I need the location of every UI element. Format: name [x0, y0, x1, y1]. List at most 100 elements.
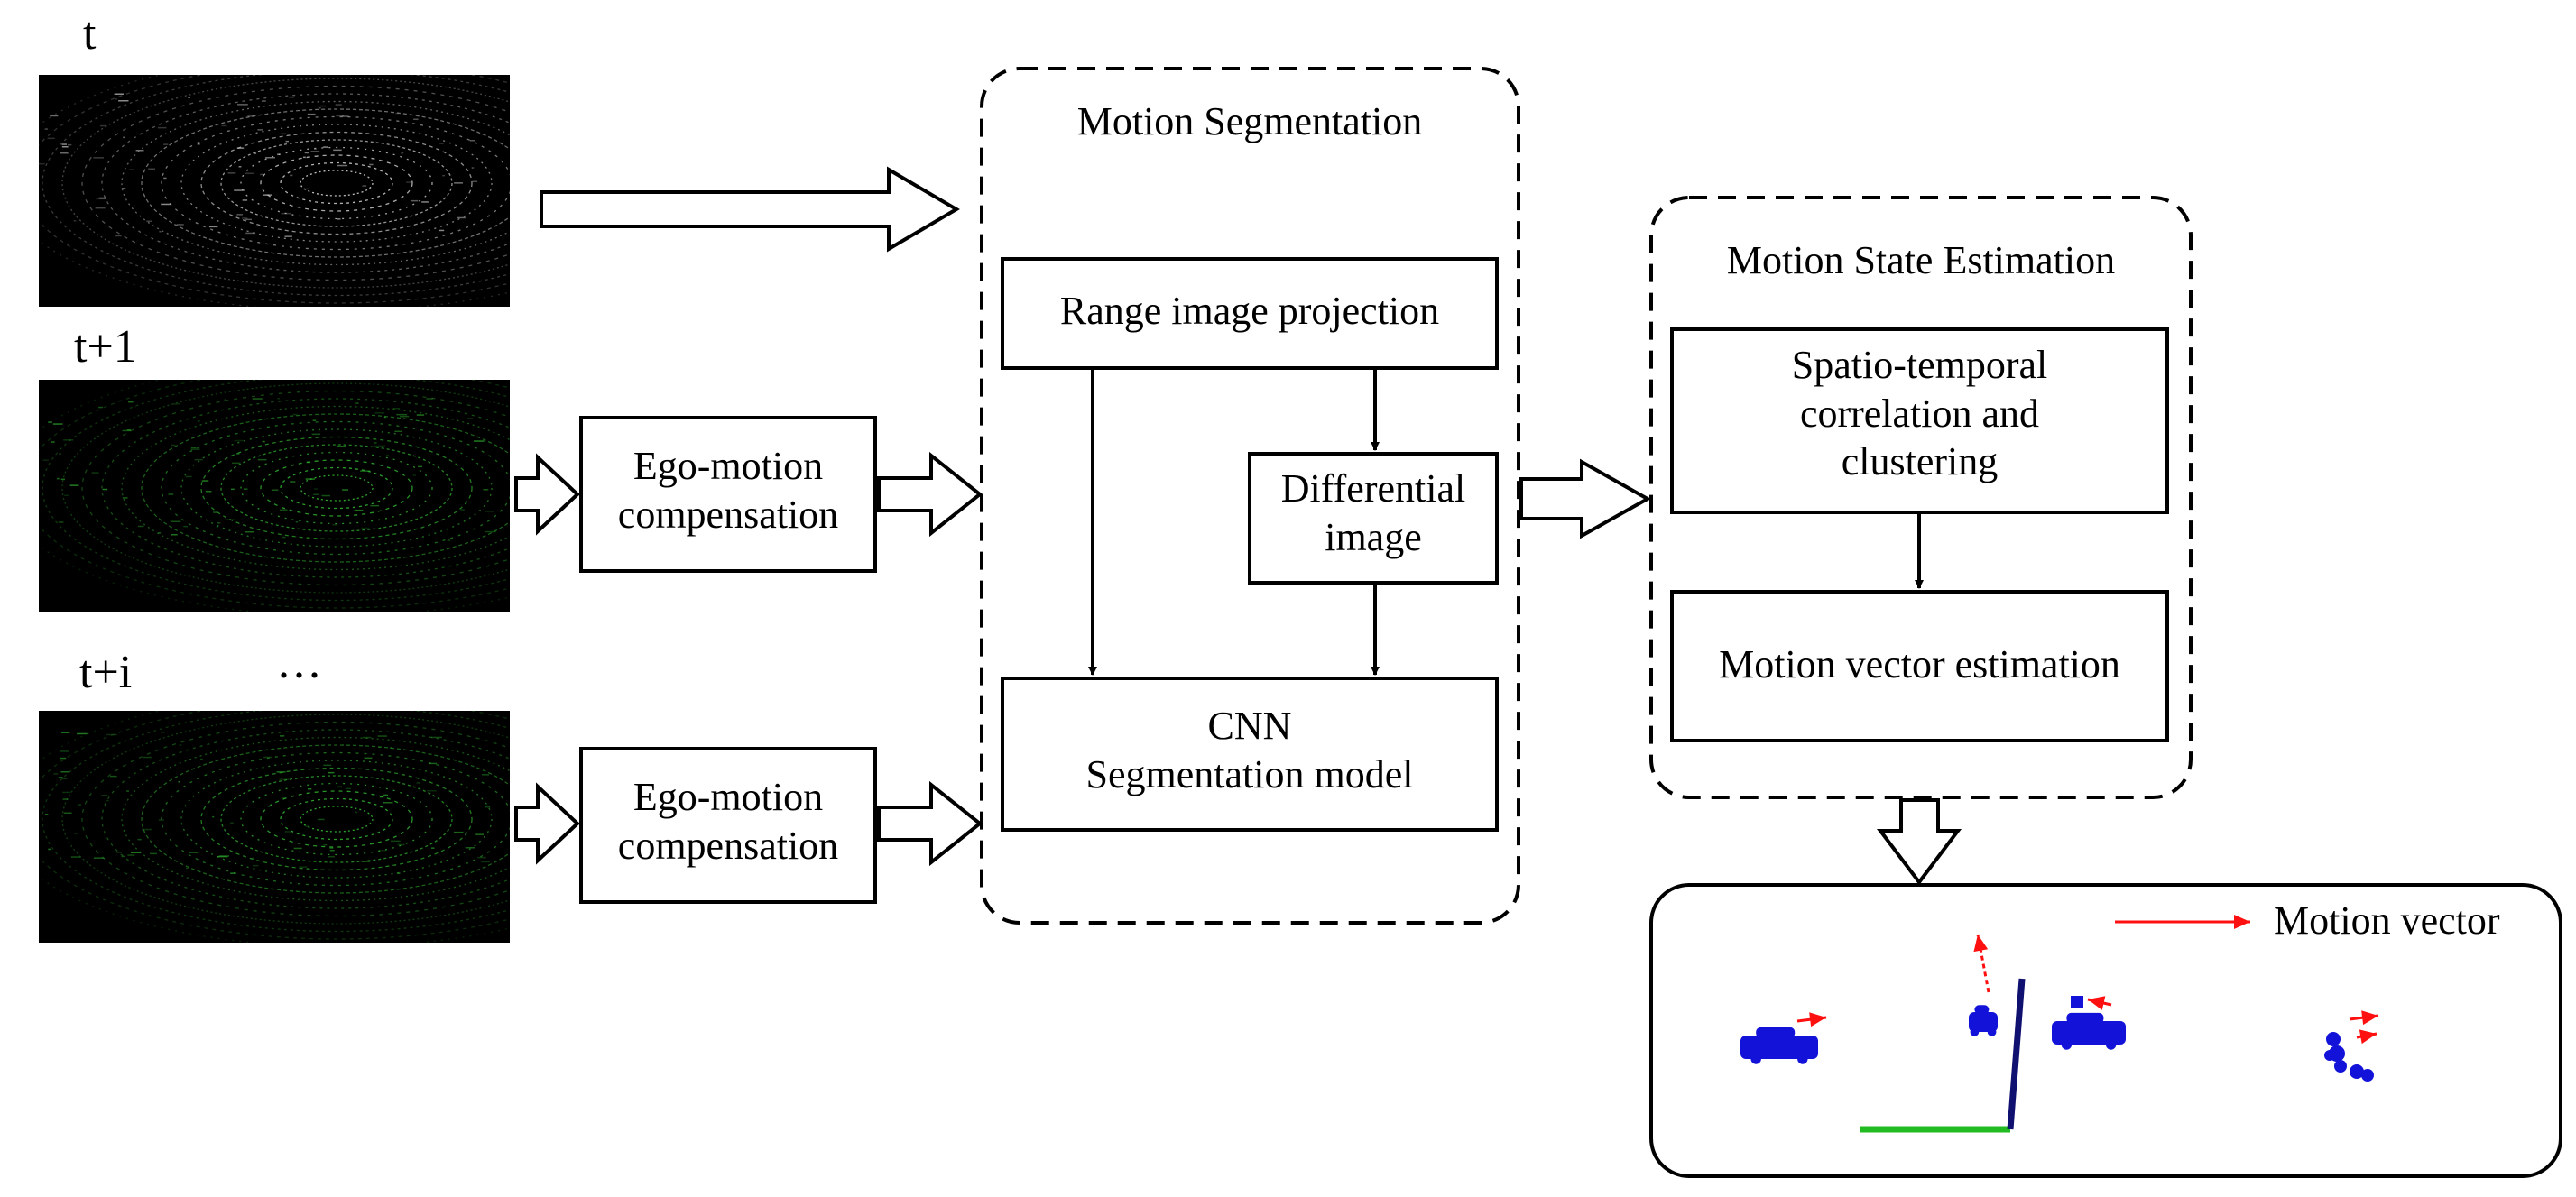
- lidar-point: [374, 442, 377, 444]
- ego-motion-box-1: [579, 416, 877, 573]
- lidar-ring: [39, 75, 510, 304]
- lidar-point: [59, 750, 69, 752]
- lidar-point: [148, 168, 155, 170]
- lidar-point: [416, 414, 425, 416]
- lidar-point: [293, 847, 302, 850]
- lidar-point: [74, 833, 78, 834]
- lidar-point: [106, 799, 109, 802]
- detected-car-2-roof: [1974, 1005, 1990, 1015]
- cnn-label: CNN Segmentation model: [1085, 704, 1414, 796]
- lidar-point: [290, 174, 293, 177]
- lidar-point: [312, 419, 317, 421]
- lidar-ring: [81, 390, 510, 586]
- lidar-point: [58, 521, 64, 523]
- lidar-ring: [300, 806, 374, 833]
- lidar-ring: [260, 790, 413, 848]
- lidar-point: [231, 488, 235, 491]
- point-cloud-frame-ti: [39, 711, 510, 943]
- lidar-point: [484, 806, 491, 808]
- lidar-point: [238, 166, 242, 168]
- lidar-point: [150, 852, 157, 855]
- lidar-point: [418, 465, 422, 468]
- lidar-point: [163, 143, 169, 145]
- motion-segmentation-container: [980, 67, 1520, 925]
- lidar-point: [122, 429, 131, 432]
- lidar-point: [323, 146, 328, 148]
- lidar-point: [77, 732, 88, 735]
- lidar-point: [355, 811, 358, 814]
- lidar-ring: [200, 131, 473, 235]
- lidar-point: [93, 857, 105, 859]
- lidar-point: [305, 478, 315, 480]
- ego-axis-y: [2007, 978, 2026, 1130]
- lidar-point: [260, 173, 263, 176]
- lidar-point: [141, 828, 152, 831]
- lidar-point: [262, 100, 266, 102]
- motion-vector-car-1-head: [1809, 1012, 1826, 1027]
- lidar-point: [378, 746, 381, 749]
- lidar-point: [232, 462, 241, 465]
- detected-pedestrian-point: [2350, 1064, 2364, 1079]
- lidar-point: [284, 831, 293, 833]
- lidar-point: [342, 115, 349, 117]
- lidar-point: [179, 744, 182, 746]
- lidar-ring: [61, 714, 510, 925]
- lidar-point: [379, 850, 386, 852]
- lidar-ring: [161, 115, 510, 251]
- lidar-point: [430, 847, 435, 849]
- lidar-point: [485, 530, 496, 533]
- lidar-point: [161, 203, 171, 206]
- lidar-point: [243, 488, 248, 490]
- detected-car-2-wheel: [1987, 1027, 1997, 1036]
- lidar-point: [427, 790, 437, 792]
- lidar-point: [453, 831, 464, 833]
- lidar-point: [383, 416, 386, 419]
- lidar-ring: [220, 139, 453, 227]
- lidar-point: [426, 398, 433, 400]
- lidar-point: [328, 771, 335, 774]
- lidar-point: [197, 420, 200, 422]
- lidar-point: [126, 429, 131, 431]
- lidar-point: [263, 756, 272, 759]
- sensor-blind-spot: [304, 171, 369, 195]
- lidar-point: [137, 838, 142, 841]
- lidar-point: [62, 791, 71, 794]
- lidar-point: [329, 850, 335, 852]
- lidar-point: [295, 521, 299, 523]
- lidar-point: [60, 757, 67, 760]
- lidar-point: [171, 444, 176, 447]
- lidar-ring: [220, 775, 453, 863]
- lidar-ring: [121, 100, 510, 266]
- lidar-point: [342, 489, 348, 491]
- lidar-point: [158, 126, 167, 129]
- lidar-point: [245, 218, 252, 221]
- lidar-point: [58, 777, 63, 778]
- lidar-point: [285, 140, 289, 143]
- lidar-point: [292, 413, 298, 416]
- lidar-ring: [280, 161, 393, 205]
- lidar-point: [247, 115, 254, 117]
- lidar-ring: [42, 711, 510, 933]
- lidar-ring: [101, 93, 510, 273]
- lidar-ring: [101, 729, 510, 909]
- lidar-point: [201, 480, 209, 482]
- detected-car-3-wheel: [2105, 1039, 2117, 1050]
- motion-vector-pedestrian-1-head: [2361, 1010, 2378, 1026]
- lidar-point: [63, 812, 72, 814]
- lidar-point: [128, 401, 134, 403]
- differential-image-box: [1248, 452, 1499, 585]
- lidar-point: [483, 489, 489, 491]
- lidar-point: [170, 520, 181, 522]
- lidar-point: [242, 199, 248, 201]
- lidar-point: [251, 857, 254, 860]
- correlation-label: Spatio-temporal correlation and clusteri…: [1791, 343, 2048, 484]
- lidar-ring: [300, 474, 374, 502]
- lidar-ring: [220, 444, 453, 532]
- lidar-point: [236, 453, 240, 455]
- lidar-point: [48, 848, 51, 851]
- lidar-point: [234, 189, 245, 191]
- motion-vector-legend-arrow-head: [2234, 915, 2250, 929]
- lidar-point: [337, 218, 341, 220]
- lidar-point: [305, 825, 309, 827]
- lidar-point: [360, 527, 370, 529]
